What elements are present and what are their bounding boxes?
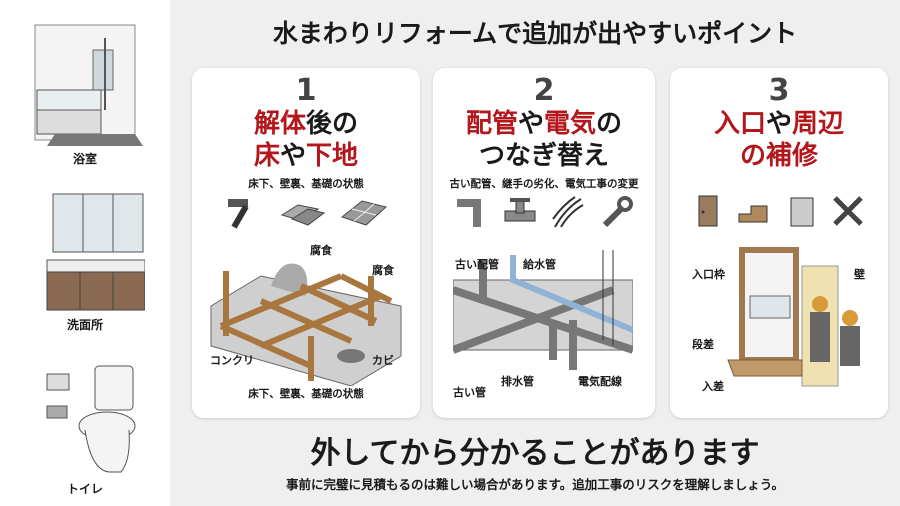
label-old-piping: 古い配管 bbox=[455, 258, 499, 271]
floor-structure-illustration bbox=[210, 263, 402, 386]
wrench-icon bbox=[602, 196, 633, 228]
tile-grid-icon bbox=[340, 200, 388, 226]
heading-part: 下地 bbox=[306, 141, 359, 171]
heading-part: や bbox=[765, 109, 792, 139]
bottom-subtext: 事前に完璧に見積もるのは難しい場合があります。追加工事のリスクを理解しましょう。 bbox=[285, 477, 784, 492]
label-corrosion-1: 腐食 bbox=[310, 244, 332, 257]
pipe-elbow-icon bbox=[457, 199, 481, 227]
heading-part: 解体 bbox=[253, 109, 306, 139]
icon-row bbox=[433, 195, 655, 229]
room-label: トイレ bbox=[66, 482, 103, 496]
washroom-illustration bbox=[46, 193, 145, 311]
heading-part: や bbox=[517, 109, 544, 139]
label-threshold: 入差 bbox=[702, 380, 724, 393]
bottom-heading: 外してから分かることがあります bbox=[310, 436, 760, 471]
label-step: 段差 bbox=[692, 338, 714, 351]
card-number: 1 bbox=[295, 73, 317, 108]
card-caption: 床下、壁裏、基礎の状態 bbox=[248, 388, 364, 400]
entrance-repair-illustration bbox=[727, 247, 860, 387]
electric-wires-icon bbox=[552, 196, 584, 228]
heading-part: の補修 bbox=[739, 141, 818, 171]
heading-part: 入口 bbox=[713, 109, 766, 139]
sidebar: 浴室 洗面所 トイレ bbox=[0, 0, 170, 506]
card-heading: 配管や電気の つなぎ替え bbox=[433, 108, 655, 172]
label-wall: 壁 bbox=[854, 268, 865, 281]
label-drain-pipe: 排水管 bbox=[501, 375, 534, 388]
wall-panel-icon bbox=[790, 197, 814, 227]
step-icon bbox=[738, 205, 768, 223]
heading-part: 後の bbox=[306, 109, 359, 139]
card-entrance: 3 入口や周辺 の補修 入口枠 壁 段差 入差 bbox=[670, 68, 888, 418]
door-icon bbox=[698, 195, 718, 227]
floor-tiles-icon bbox=[280, 204, 326, 226]
card-subtitle: 古い配管、継手の劣化、電気工事の変更 bbox=[449, 178, 639, 190]
label-electric-wiring: 電気配線 bbox=[578, 375, 622, 388]
card-heading: 解体後の 床や下地 bbox=[192, 108, 420, 172]
heading-part: つなぎ替え bbox=[478, 141, 609, 171]
label-entrance-frame: 入口枠 bbox=[692, 268, 725, 281]
bathroom-illustration bbox=[34, 24, 143, 146]
toilet-illustration bbox=[46, 365, 136, 473]
tools-icon bbox=[833, 196, 863, 226]
icon-row bbox=[192, 195, 420, 229]
valve-icon bbox=[504, 198, 536, 222]
card-piping: 2 配管や電気の つなぎ替え 古い配管、継手の劣化、電気工事の変更 古い配管 給… bbox=[433, 68, 655, 418]
heading-part: や bbox=[279, 141, 306, 171]
card-floor: 1 解体後の 床や下地 床下、壁裏、基礎の状態 腐食 腐食 コンクリ カビ 床下… bbox=[192, 68, 420, 418]
label-concrete: コンクリ bbox=[210, 354, 254, 367]
heading-part: の bbox=[596, 109, 623, 139]
room-label: 洗面所 bbox=[66, 318, 103, 332]
card-number: 2 bbox=[533, 73, 555, 108]
room-label: 浴室 bbox=[72, 152, 97, 166]
heading-part: 配管 bbox=[465, 109, 518, 139]
label-old-pipe: 古い管 bbox=[453, 386, 486, 399]
piping-illustration bbox=[453, 250, 633, 370]
heading-part: 床 bbox=[253, 141, 280, 171]
hammer-icon bbox=[228, 199, 249, 229]
label-water-supply: 給水管 bbox=[523, 258, 556, 271]
card-subtitle: 床下、壁裏、基礎の状態 bbox=[248, 178, 364, 190]
page-title: 水まわりリフォームで追加が出やすいポイント bbox=[272, 19, 798, 48]
icon-row bbox=[670, 194, 888, 228]
card-number: 3 bbox=[768, 73, 790, 108]
heading-part: 周辺 bbox=[792, 109, 845, 139]
label-mold: カビ bbox=[372, 354, 394, 367]
card-heading: 入口や周辺 の補修 bbox=[670, 108, 888, 172]
label-corrosion-2: 腐食 bbox=[372, 264, 394, 277]
room-washroom: 洗面所 bbox=[0, 190, 170, 333]
room-bathroom: 浴室 bbox=[0, 20, 170, 167]
heading-part: 電気 bbox=[544, 109, 597, 139]
room-toilet: トイレ bbox=[0, 360, 170, 497]
